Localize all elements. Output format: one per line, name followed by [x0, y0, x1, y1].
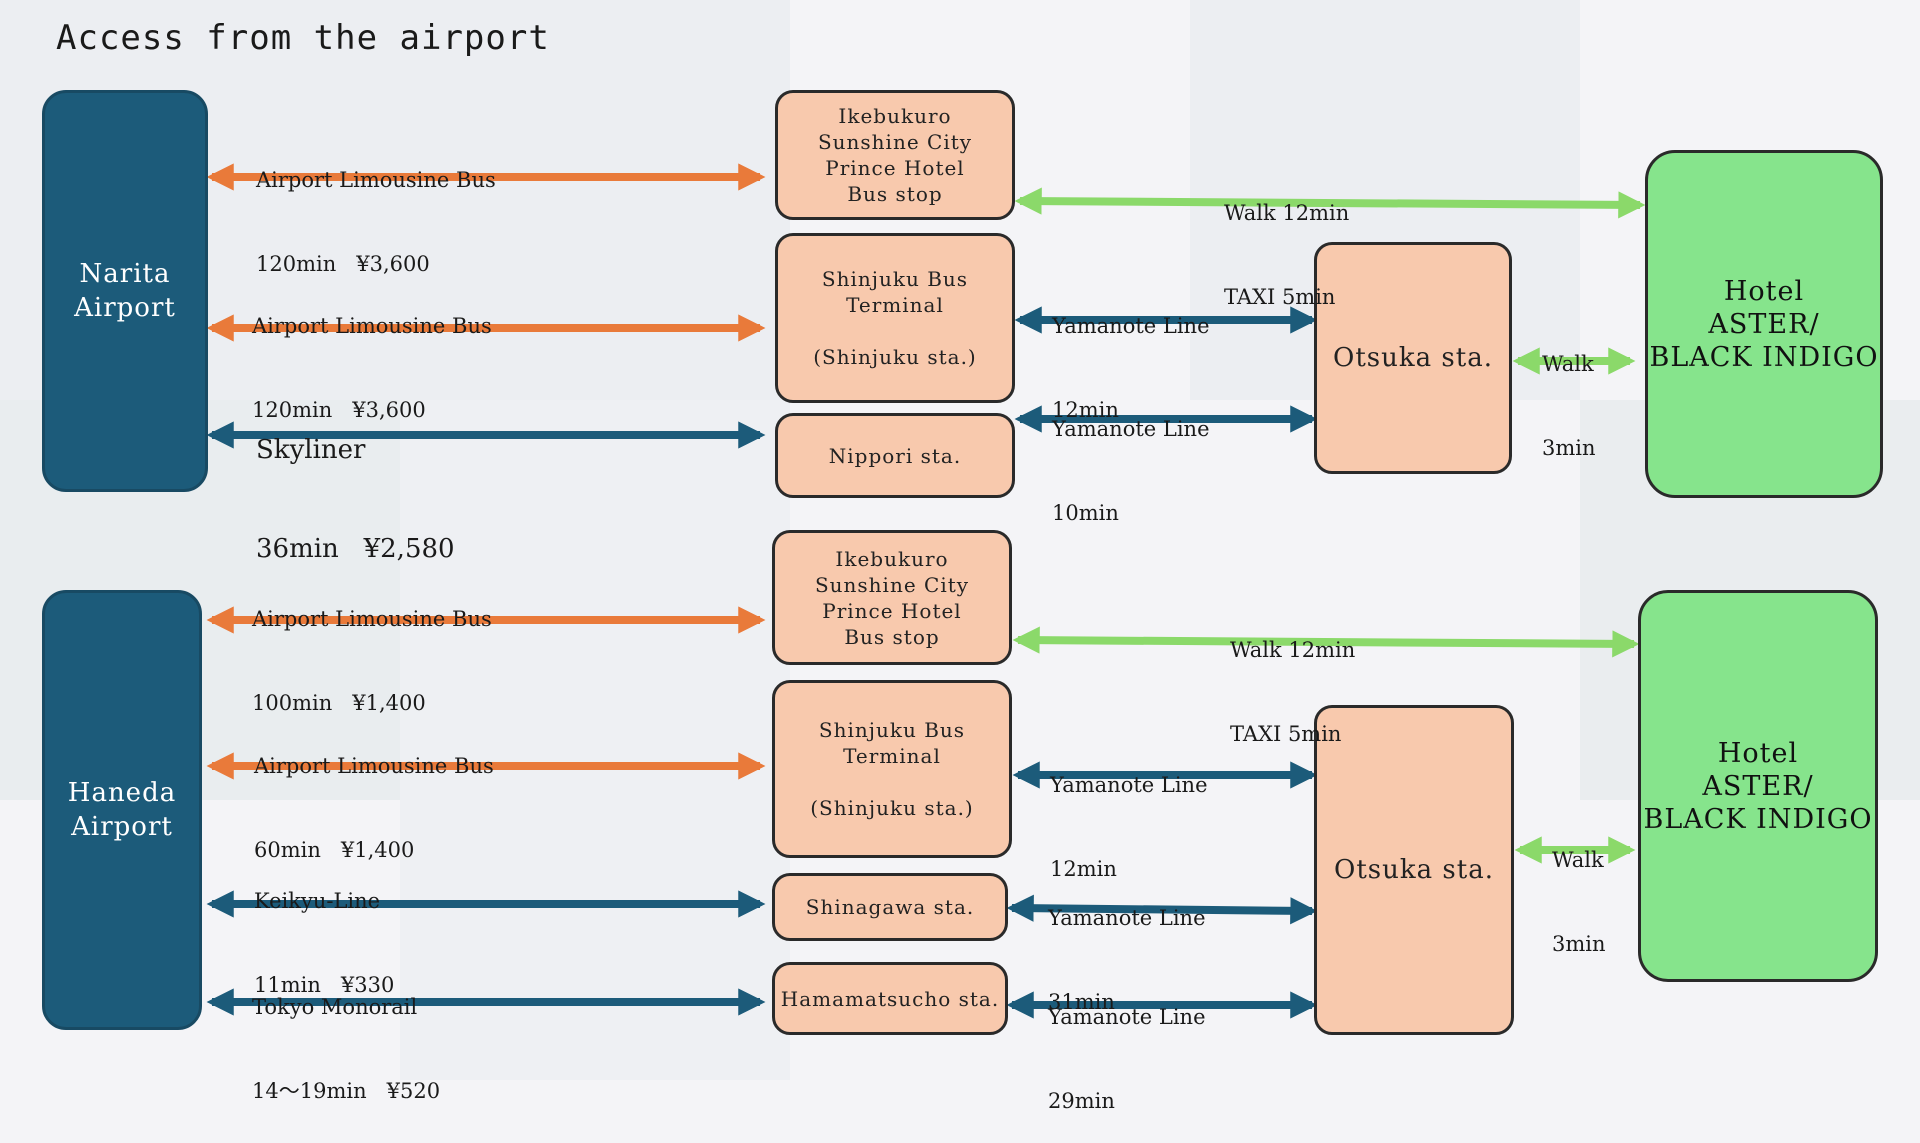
- haneda-yamanote2-label: Yamanote Line 31min: [1048, 848, 1206, 1044]
- route-name: Yamanote Line: [1048, 906, 1206, 930]
- route-name: Tokyo Monorail: [252, 995, 418, 1019]
- route-detail: 36min ¥2,580: [256, 534, 455, 564]
- haneda-bus1-label: Airport Limousine Bus 100min ¥1,400: [252, 549, 492, 745]
- haneda-airport-box: Haneda Airport: [42, 590, 202, 1030]
- route-detail: 29min: [1048, 1089, 1115, 1113]
- route-name: Airport Limousine Bus: [254, 754, 494, 778]
- narita-walk-taxi-label: Walk 12min TAXI 5min: [1224, 143, 1349, 339]
- narita-bus1-label: Airport Limousine Bus 120min ¥3,600: [256, 110, 496, 306]
- route-walk: Walk 12min: [1224, 201, 1350, 225]
- haneda-yamanote1-label: Yamanote Line 12min: [1050, 715, 1208, 911]
- route-walk: Walk 12min: [1230, 638, 1356, 662]
- narita-nippori-box: Nippori sta.: [775, 413, 1015, 498]
- route-walk-time: 3min: [1552, 932, 1606, 956]
- narita-shinjuku-box: Shinjuku Bus Terminal (Shinjuku sta.): [775, 233, 1015, 403]
- route-detail: 12min: [1050, 857, 1117, 881]
- narita-bus2-label: Airport Limousine Bus 120min ¥3,600: [252, 256, 492, 452]
- route-name: Yamanote Line: [1052, 417, 1210, 441]
- route-detail: 60min ¥1,400: [254, 838, 415, 862]
- haneda-ikebukuro-box: Ikebukuro Sunshine City Prince Hotel Bus…: [772, 530, 1012, 665]
- haneda-hotel-box: Hotel ASTER/ BLACK INDIGO: [1638, 590, 1878, 982]
- narita-yamanote2-label: Yamanote Line 10min: [1052, 359, 1210, 555]
- haneda-monorail-label: Tokyo Monorail 14～19min ¥520: [252, 937, 440, 1133]
- haneda-walk-taxi-label: Walk 12min TAXI 5min: [1230, 580, 1355, 776]
- route-name: Airport Limousine Bus: [256, 168, 496, 192]
- haneda-walk-taxi-arrow: [1012, 626, 1640, 658]
- haneda-bus2-label: Airport Limousine Bus 60min ¥1,400: [254, 696, 494, 892]
- route-detail: 14～19min ¥520: [252, 1079, 441, 1103]
- route-taxi: TAXI 5min: [1224, 285, 1336, 309]
- narita-walk-taxi-arrow: [1014, 187, 1646, 219]
- route-arrows: [206, 163, 1646, 1019]
- narita-ikebukuro-box: Ikebukuro Sunshine City Prince Hotel Bus…: [775, 90, 1015, 220]
- route-taxi: TAXI 5min: [1230, 722, 1342, 746]
- route-detail: 12min: [1052, 398, 1119, 422]
- haneda-keikyu-label: Keikyu-Line 11min ¥330: [254, 831, 394, 1027]
- background-tile: [400, 800, 790, 1080]
- narita-otsuka-box: Otsuka sta.: [1314, 242, 1512, 474]
- haneda-otsuka-box: Otsuka sta.: [1314, 705, 1514, 1035]
- haneda-shinagawa-box: Shinagawa sta.: [772, 873, 1008, 941]
- haneda-shinjuku-box: Shinjuku Bus Terminal (Shinjuku sta.): [772, 680, 1012, 858]
- haneda-yamanote2-arrow: [1006, 894, 1318, 925]
- route-walk-time: 3min: [1542, 436, 1596, 460]
- route-name: Yamanote Line: [1050, 773, 1208, 797]
- background-tile: [400, 400, 790, 800]
- page-title: Access from the airport: [56, 18, 550, 58]
- narita-walk-label: Walk 3min: [1542, 294, 1596, 490]
- route-detail: 120min ¥3,600: [256, 252, 430, 276]
- route-detail: 31min: [1048, 990, 1115, 1014]
- route-name: Yamanote Line: [1048, 1005, 1206, 1029]
- route-detail: 100min ¥1,400: [252, 691, 426, 715]
- haneda-hamamatsucho-box: Hamamatsucho sta.: [772, 962, 1008, 1035]
- haneda-walk-label: Walk 3min: [1552, 790, 1606, 986]
- route-name: Keikyu-Line: [254, 889, 381, 913]
- narita-skyliner-label: Skyliner 36min ¥2,580: [256, 368, 455, 599]
- route-detail: 10min: [1052, 501, 1119, 525]
- narita-yamanote1-label: Yamanote Line 12min: [1052, 256, 1210, 452]
- route-name: Airport Limousine Bus: [252, 314, 492, 338]
- narita-airport-box: Narita Airport: [42, 90, 208, 492]
- route-walk: Walk: [1542, 352, 1594, 376]
- route-name: Airport Limousine Bus: [252, 607, 492, 631]
- route-detail: 120min ¥3,600: [252, 398, 426, 422]
- narita-hotel-box: Hotel ASTER/ BLACK INDIGO: [1645, 150, 1883, 498]
- haneda-yamanote3-label: Yamanote Line 29min: [1048, 947, 1206, 1143]
- route-detail: 11min ¥330: [254, 973, 395, 997]
- route-name: Yamanote Line: [1052, 314, 1210, 338]
- route-walk: Walk: [1552, 848, 1604, 872]
- route-name: Skyliner: [256, 435, 366, 465]
